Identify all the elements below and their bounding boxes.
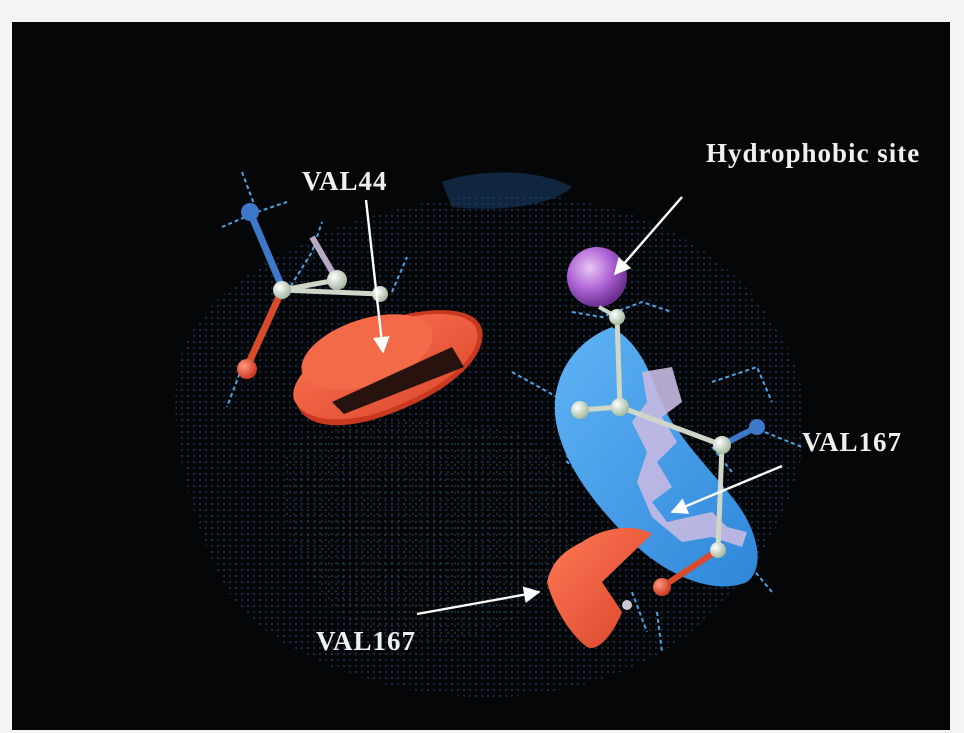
label-val167-right: VAL167	[802, 427, 902, 458]
molecular-scene	[12, 22, 950, 730]
hydrophobic-site-sphere	[567, 247, 627, 307]
label-val167-bottom: VAL167	[316, 626, 416, 657]
label-hydrophobic-site: Hydrophobic site	[706, 138, 920, 169]
label-val44: VAL44	[302, 166, 388, 197]
molecular-graphics-frame: VAL44 Hydrophobic site VAL167 VAL167	[12, 22, 950, 730]
